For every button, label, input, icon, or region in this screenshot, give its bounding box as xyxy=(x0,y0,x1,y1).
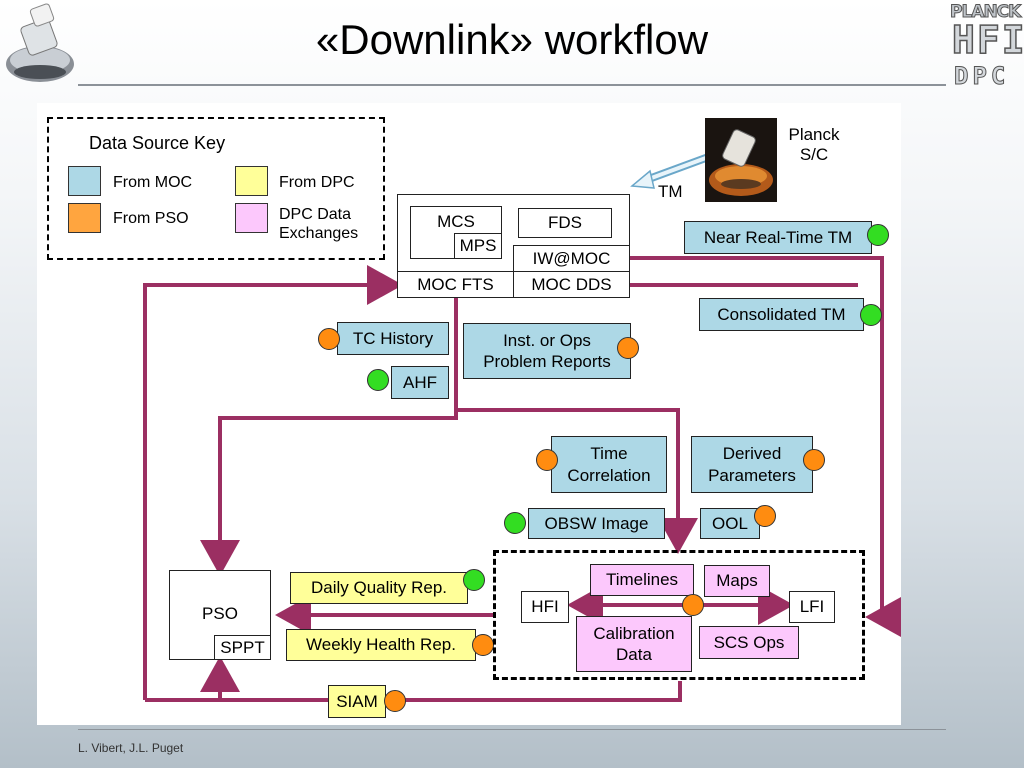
dpc-exchange-region xyxy=(493,550,865,680)
sppt-box: SPPT xyxy=(214,635,271,660)
green-status-dot xyxy=(463,569,485,591)
green-status-dot xyxy=(367,369,389,391)
moc-fts-box: MOC FTS xyxy=(397,271,514,298)
calibration-data-box: Calibration Data xyxy=(576,616,692,672)
consolidated-tm-box: Consolidated TM xyxy=(699,298,864,331)
daily-quality-report-box: Daily Quality Rep. xyxy=(290,572,468,604)
orange-status-dot xyxy=(803,449,825,471)
key-label-pso: From PSO xyxy=(113,210,189,227)
orange-status-dot xyxy=(754,505,776,527)
tc-history-box: TC History xyxy=(337,322,449,355)
tm-label: TM xyxy=(658,182,683,201)
green-status-dot xyxy=(867,224,889,246)
mps-box: MPS xyxy=(454,233,502,259)
spacecraft-label: Planck S/C xyxy=(788,125,840,165)
page-title: «Downlink» workflow xyxy=(315,16,709,63)
green-status-dot xyxy=(860,304,882,326)
iwmoc-box: IW@MOC xyxy=(513,245,630,272)
key-swatch-dpcx xyxy=(235,203,268,233)
orange-status-dot xyxy=(536,449,558,471)
key-swatch-moc xyxy=(68,166,101,196)
data-source-key: Data Source Key From MOC From PSO From D… xyxy=(47,117,385,260)
key-title: Data Source Key xyxy=(89,133,226,153)
ahf-box: AHF xyxy=(391,366,449,399)
ool-box: OOL xyxy=(700,508,760,539)
key-swatch-dpc xyxy=(235,166,268,196)
weekly-health-report-box: Weekly Health Rep. xyxy=(286,629,476,661)
planck-satellite-logo xyxy=(6,3,74,82)
key-swatch-pso xyxy=(68,203,101,233)
siam-box: SIAM xyxy=(328,685,386,718)
orange-status-dot xyxy=(318,328,340,350)
orange-status-dot xyxy=(617,337,639,359)
key-label-moc: From MOC xyxy=(113,174,193,191)
near-real-time-tm-box: Near Real-Time TM xyxy=(684,221,872,254)
title-divider xyxy=(78,84,946,86)
orange-status-dot xyxy=(472,634,494,656)
scs-ops-box: SCS Ops xyxy=(699,626,799,659)
lfi-box: LFI xyxy=(789,591,835,623)
time-correlation-box: Time Correlation xyxy=(551,436,667,493)
timelines-box: Timelines xyxy=(590,564,694,596)
maps-box: Maps xyxy=(704,565,770,597)
derived-parameters-box: Derived Parameters xyxy=(691,436,813,493)
footer-divider xyxy=(78,729,946,730)
planck-hfi-dpc-logo: PLANCK HFI DPC xyxy=(949,2,1024,91)
obsw-image-box: OBSW Image xyxy=(528,508,665,539)
key-label-dpc: From DPC xyxy=(279,174,355,191)
spacecraft-image xyxy=(705,118,777,202)
green-status-dot xyxy=(504,512,526,534)
hfi-box: HFI xyxy=(521,591,569,623)
problem-reports-box: Inst. or Ops Problem Reports xyxy=(463,323,631,379)
orange-status-dot xyxy=(384,690,406,712)
orange-status-dot xyxy=(682,594,704,616)
footer-authors: L. Vibert, J.L. Puget xyxy=(78,741,184,755)
moc-dds-box: MOC DDS xyxy=(513,271,630,298)
fds-box: FDS xyxy=(518,208,612,238)
key-label-dpcx: DPC Data Exchanges xyxy=(279,206,359,243)
